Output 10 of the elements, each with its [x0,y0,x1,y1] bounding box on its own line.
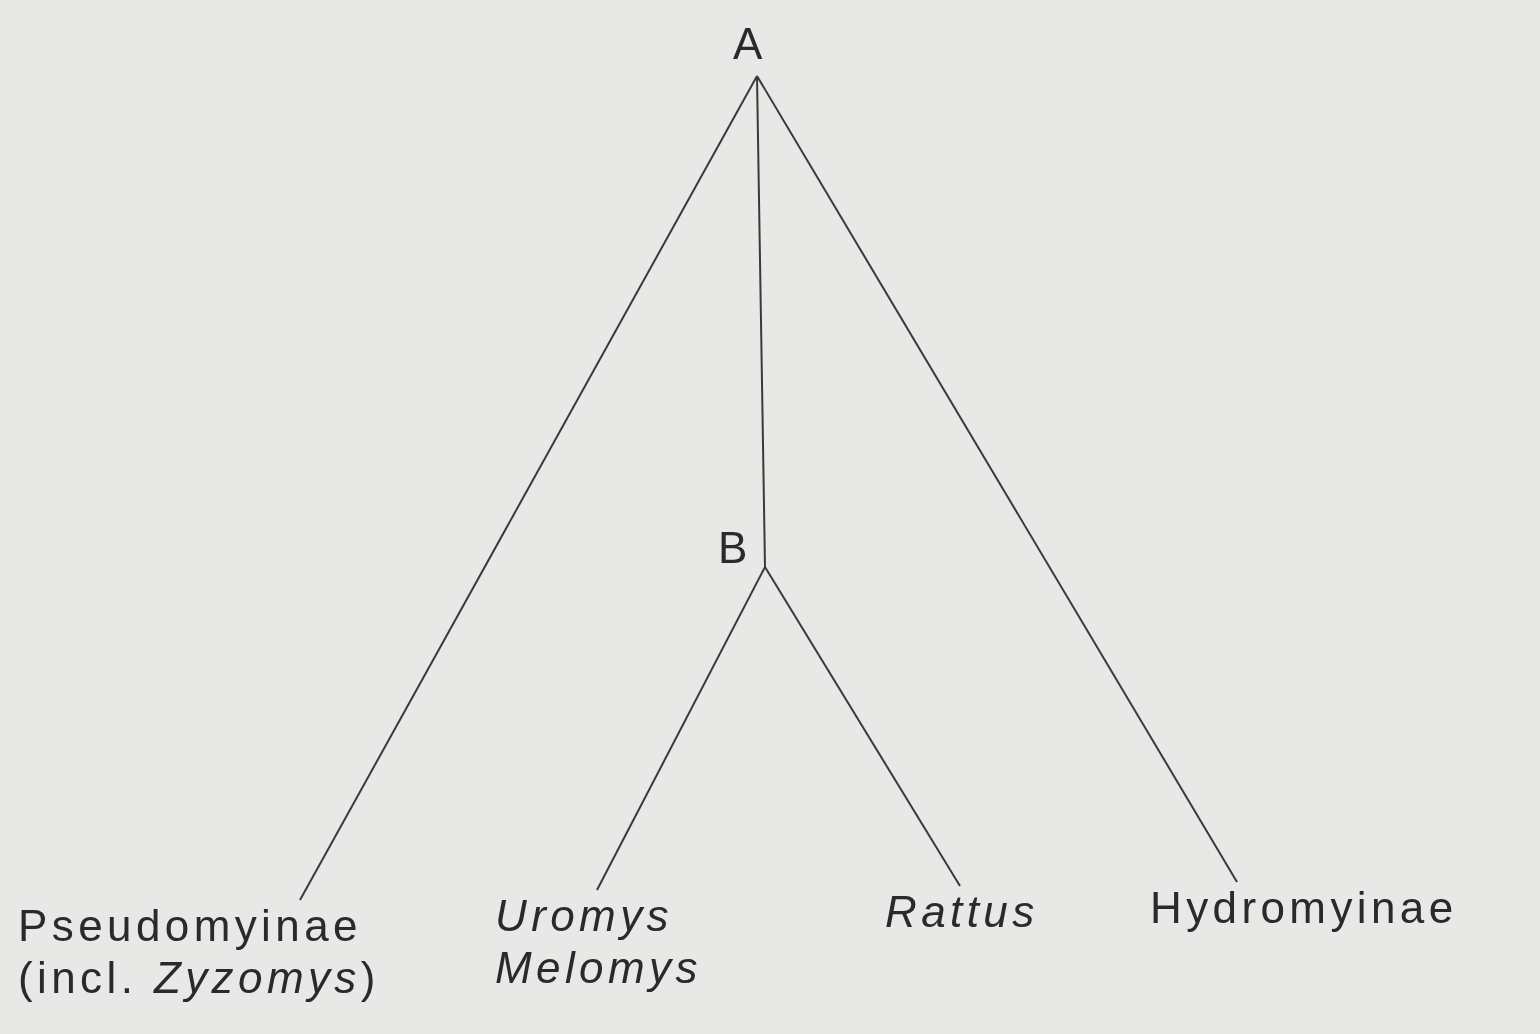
taxon-label: Hydromyinae [1150,882,1459,934]
branch-line [764,566,961,887]
taxon-label: Pseudomyinae (incl. Zyzomys) [18,900,381,1004]
taxon-label: Uromys Melomys [495,890,703,994]
branch-line [299,75,758,901]
branch-line [596,566,766,891]
taxon-label: Rattus [885,886,1040,938]
branch-line [756,75,1238,883]
taxon-label: A [733,18,768,70]
taxon-label: B [718,522,753,574]
